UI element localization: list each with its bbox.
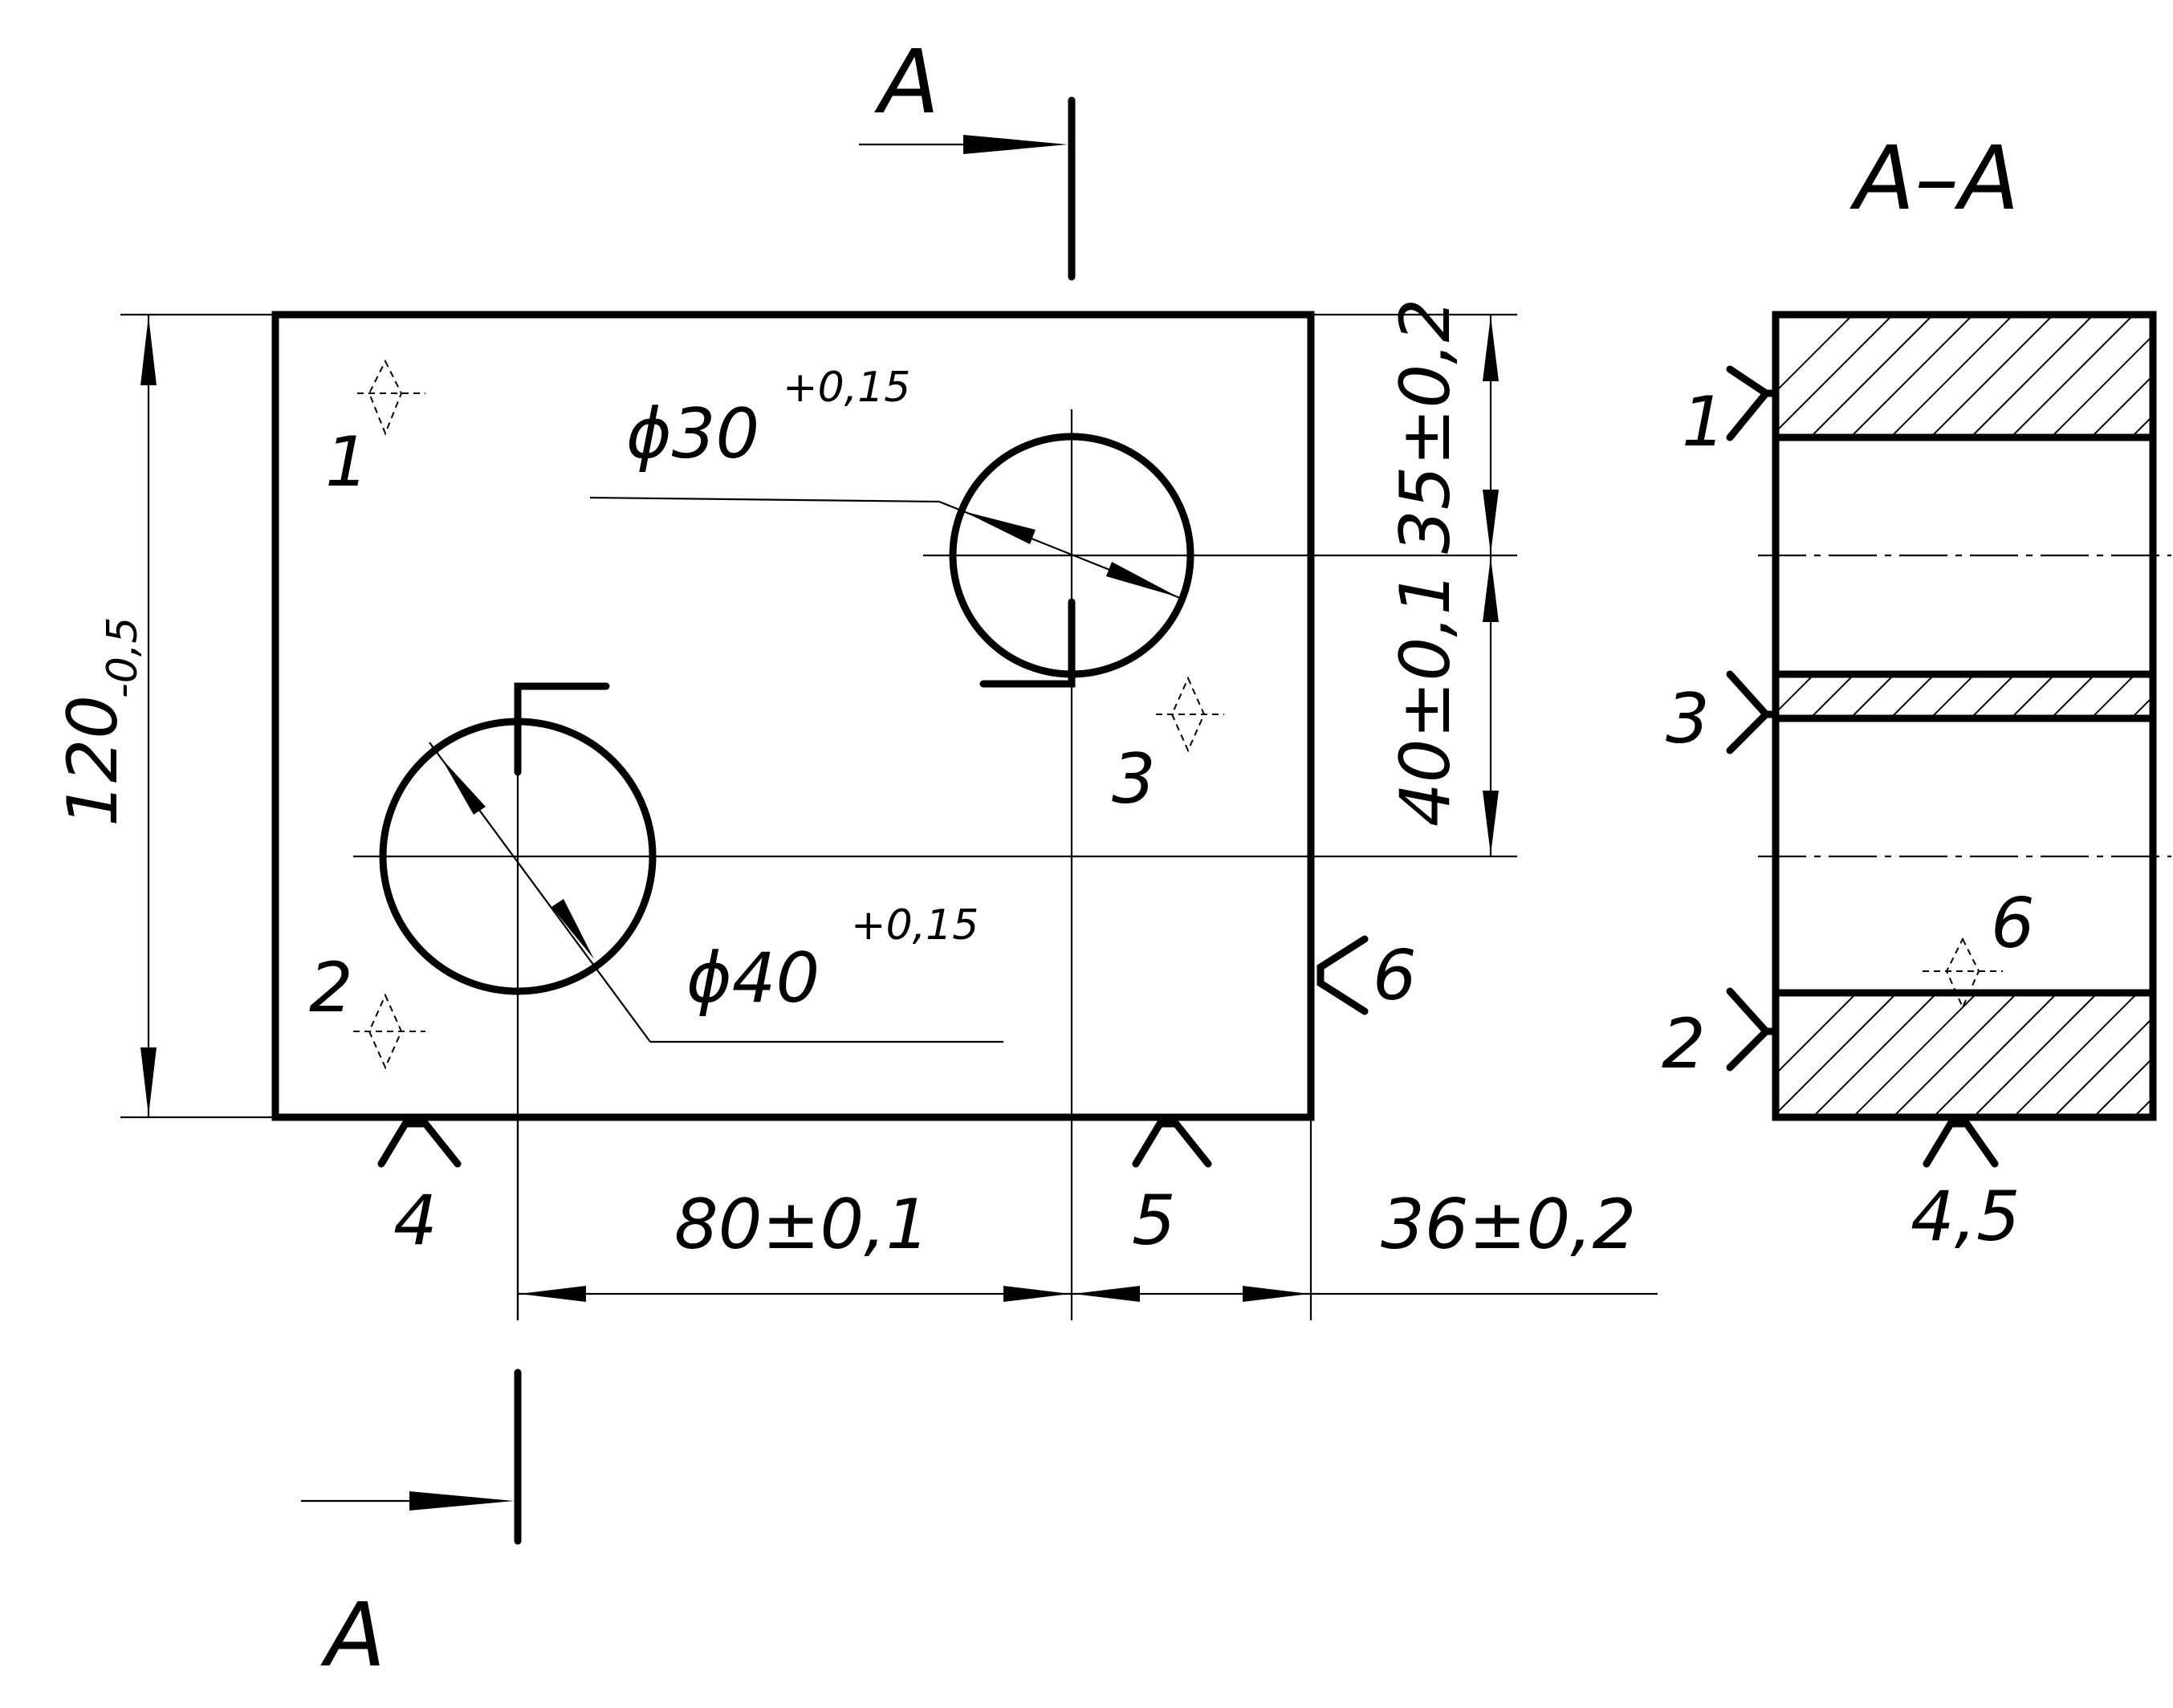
svg-text:3: 3 [1112, 739, 1156, 819]
main-view: ϕ30 +0,15 ϕ40 +0,15 120 -0,5 35±0,2 40±0… [53, 31, 1658, 1686]
hatch-top [1776, 315, 2153, 437]
arrow-35-top [1483, 316, 1499, 381]
arrow-phi40-a [442, 758, 486, 815]
datum-1: 1 [325, 359, 425, 502]
hatch-mid [1776, 674, 2153, 718]
svg-text:2: 2 [309, 948, 353, 1028]
dim-vertical-spacing-label: 40±0,1 [1386, 571, 1466, 827]
svg-text:4,5: 4,5 [1911, 1177, 2020, 1257]
section-cut-corner-small [979, 598, 1076, 688]
section-datum-3: 3 [1666, 670, 1780, 759]
section-arrow-bottom-head [409, 1491, 514, 1511]
section-view: A–A [1662, 127, 2171, 1257]
section-datum-6: 6 [1923, 884, 2035, 1010]
svg-text:3: 3 [1666, 679, 1710, 759]
svg-text:1: 1 [325, 422, 369, 502]
dim-right-offset-label: 36±0,2 [1381, 1185, 1636, 1265]
arrow-height-bottom [140, 1047, 157, 1116]
dim-phi30-label: ϕ30 [626, 394, 759, 474]
arrow-80-right [1003, 1286, 1070, 1302]
dim-height-tolerance: -0,5 [99, 617, 147, 698]
svg-text:6: 6 [1373, 936, 1417, 1016]
dim-phi30-tolerance: +0,15 [783, 364, 910, 412]
arrow-phi40-b [551, 899, 594, 959]
dim-phi40-tolerance: +0,15 [851, 901, 979, 950]
hatch-bottom [1776, 993, 2153, 1117]
svg-text:5: 5 [1132, 1181, 1176, 1261]
part-outline [271, 311, 1315, 1121]
section-datum-45: 4,5 [1911, 1120, 2020, 1257]
section-cut-corner-large [514, 682, 610, 776]
section-mark-top: A [874, 31, 939, 133]
section-arrow-top-head [963, 135, 1068, 154]
dim-horizontal-spacing-label: 80±0,1 [674, 1185, 930, 1265]
svg-text:2: 2 [1662, 1004, 1706, 1084]
datum-5: 5 [1132, 1120, 1212, 1261]
arrow-35-bottom [1483, 490, 1499, 554]
svg-text:6: 6 [1991, 884, 2035, 964]
section-view-title: A–A [1849, 127, 2020, 230]
arrow-36-left [1073, 1286, 1140, 1302]
section-datum-1: 1 [1682, 365, 1780, 462]
arrow-height-top [140, 316, 157, 385]
svg-text:4: 4 [393, 1181, 437, 1261]
datum-6: 6 [1316, 935, 1417, 1016]
arrow-40-top [1483, 557, 1499, 622]
arrow-phi30-a [963, 511, 1036, 544]
section-mark-bottom: A [320, 1584, 385, 1686]
arrow-36-right [1243, 1286, 1309, 1302]
arrow-phi30-b [1106, 562, 1178, 597]
leader-phi30 [589, 496, 940, 503]
datum-4: 4 [377, 1120, 462, 1261]
arrow-40-bottom [1483, 791, 1499, 855]
arrow-80-left [519, 1286, 586, 1302]
datum-3: 3 [1112, 676, 1224, 819]
dim-height-label: 120 [53, 695, 133, 827]
svg-text:1: 1 [1682, 382, 1726, 462]
dim-phi40-label: ϕ40 [686, 938, 820, 1019]
section-datum-2: 2 [1662, 987, 1780, 1084]
dim-top-offset-label: 35±0,2 [1386, 299, 1466, 554]
datum-2: 2 [309, 948, 425, 1070]
